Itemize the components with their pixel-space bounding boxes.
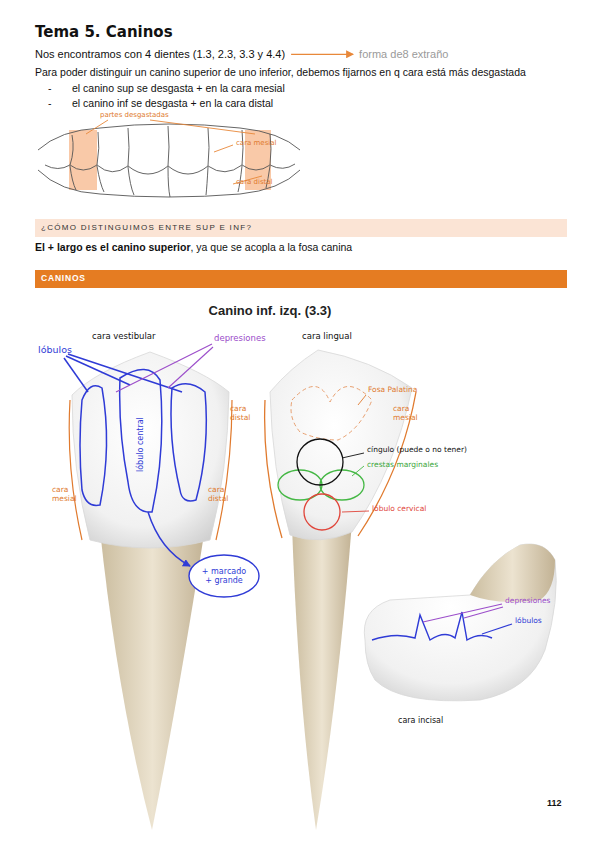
teeth-sketch xyxy=(38,120,300,197)
face-label: cara mesial xyxy=(52,486,84,503)
answer-text: , ya que se acopla a la fosa canina xyxy=(191,241,353,253)
intro-text: Para poder distinguir un canino superior… xyxy=(35,66,595,78)
view-label: cara vestibular xyxy=(92,332,156,342)
sketch-label: partes desgastadas xyxy=(100,111,169,119)
face-label: cara mesial xyxy=(393,405,425,422)
part-label: Fosa Palatina xyxy=(368,386,417,395)
part-label: cíngulo (puede o no tener) xyxy=(367,446,467,455)
band-text: CANINOS xyxy=(41,274,86,284)
part-label: depresiones xyxy=(214,334,266,344)
part-label: depresiones xyxy=(505,597,551,606)
view-label: cara lingual xyxy=(302,332,352,342)
intro-text: Nos encontramos con 4 dientes (1.3, 2.3,… xyxy=(35,48,285,61)
canine-lingual xyxy=(265,350,416,830)
answer-text: El + largo es el canino superior xyxy=(35,241,191,253)
part-label: lóbulo central xyxy=(135,418,144,473)
side-note: forma de8 extraño xyxy=(359,48,448,61)
note-circle: + marcado + grande xyxy=(188,554,260,598)
view-label: cara incisal xyxy=(398,716,443,725)
circle-text: + marcado + grande xyxy=(198,567,250,585)
bullet-text: el canino sup se desgasta + en la cara m… xyxy=(72,82,285,94)
part-label: crestas marginales xyxy=(367,461,438,470)
bullet-mark: - xyxy=(48,82,52,94)
part-label: lóbulos xyxy=(515,617,542,626)
part-label: lóbulos xyxy=(38,345,72,356)
canine-incisal xyxy=(364,544,556,701)
sketch-label: cara distal xyxy=(236,178,273,186)
bullet-text: el canino inf se desgasta + en la cara d… xyxy=(72,97,273,109)
part-label: lóbulo cervical xyxy=(372,505,426,514)
section-band: CANINOS xyxy=(35,270,567,288)
band-text: ¿CÓMO DISTINGUIMOS ENTRE SUP E INF? xyxy=(41,223,252,232)
page-number: 112 xyxy=(547,798,562,808)
figure-heading: Canino inf. izq. (3.3) xyxy=(209,304,332,319)
section-band: ¿CÓMO DISTINGUIMOS ENTRE SUP E INF? xyxy=(35,219,567,237)
face-label: cara distal xyxy=(208,486,240,503)
page-title: Tema 5. Caninos xyxy=(35,24,173,41)
bullet-mark: - xyxy=(48,97,52,109)
note-arrow xyxy=(291,54,353,55)
face-label: cara distal xyxy=(230,405,262,422)
sketch-label: cara mesial xyxy=(236,139,276,147)
